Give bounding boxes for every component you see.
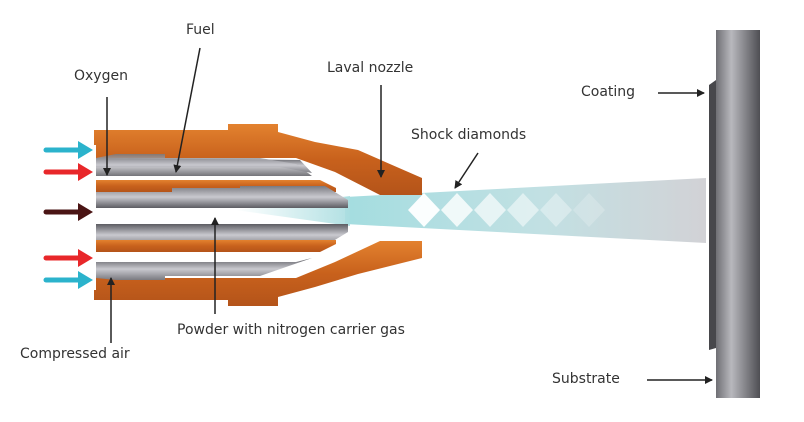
shock-diamond [507,193,539,227]
shock-diamonds-leader [454,152,479,189]
powder-inlet-arrow [43,203,93,221]
fuel-leader [173,47,201,173]
label-powder: Powder with nitrogen carrier gas [177,322,405,338]
shock-diamond [474,193,506,227]
compressed-air-inlet-arrow [43,141,93,159]
label-oxygen: Oxygen [74,68,128,84]
inner-copper-bottom [96,240,336,252]
shock-diamond [408,193,440,227]
label-shock-diamonds: Shock diamonds [411,127,527,143]
upper-liner [96,154,312,176]
label-fuel: Fuel [186,22,215,38]
oxygen-inlet-arrow [43,163,93,181]
label-laval-nozzle: Laval nozzle [327,60,414,76]
compressed-air-inlet-arrow [43,271,93,289]
inlet-arrows [43,141,93,289]
label-substrate: Substrate [552,371,620,387]
oxygen-inlet-arrow [43,249,93,267]
lower-gas-tube [96,258,312,280]
shock-diamond [441,193,473,227]
label-compressed-air: Compressed air [20,346,130,362]
substrate [716,30,760,398]
shock-diamonds [408,193,605,227]
central-tube-top [96,186,348,208]
coating [709,80,716,350]
shock-diamond [573,193,605,227]
shock-diamond [540,193,572,227]
nozzle-body-bottom [94,241,422,306]
label-coating: Coating [581,84,636,100]
nozzle-body-top [94,124,422,195]
